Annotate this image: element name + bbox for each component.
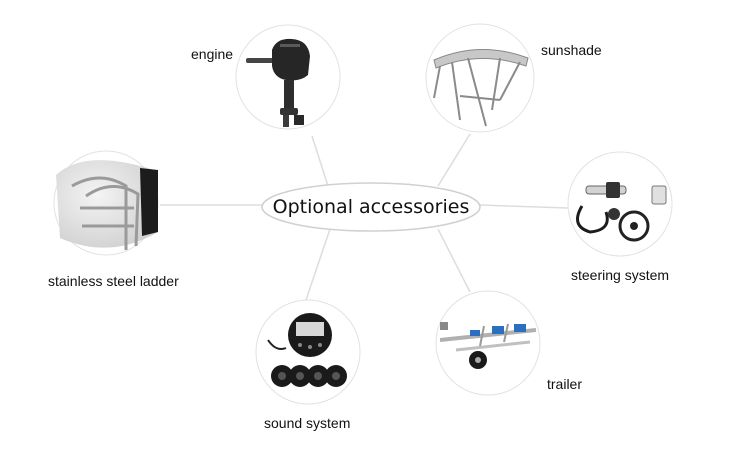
label-trailer: trailer	[547, 376, 583, 392]
label-sound: sound system	[264, 415, 351, 431]
label-sunshade: sunshade	[541, 42, 602, 58]
connector-sound	[305, 228, 331, 301]
sound-node[interactable]	[255, 299, 361, 405]
connector-trailer	[437, 228, 471, 293]
boat-ladder-icon	[56, 160, 158, 250]
engine-node[interactable]	[235, 24, 341, 130]
trailer-node[interactable]	[435, 290, 541, 396]
connector-lines	[160, 133, 569, 301]
outboard-engine-icon	[246, 38, 310, 127]
label-engine: engine	[191, 46, 234, 62]
sunshade-node[interactable]	[425, 23, 535, 133]
center-label: Optional accessories	[272, 196, 470, 218]
center-node	[261, 182, 481, 232]
marine-stereo-icon	[267, 313, 347, 387]
connector-sunshade	[437, 133, 471, 187]
steering-node[interactable]	[567, 151, 673, 257]
label-steering: steering system	[571, 267, 670, 283]
ladder-node[interactable]	[53, 150, 159, 256]
bimini-top-icon	[433, 49, 529, 127]
steering-system-icon	[576, 182, 667, 242]
boat-trailer-icon	[439, 322, 537, 369]
connector-engine	[311, 135, 329, 187]
connector-steering	[479, 204, 569, 209]
label-ladder: stainless steel ladder	[48, 273, 179, 289]
